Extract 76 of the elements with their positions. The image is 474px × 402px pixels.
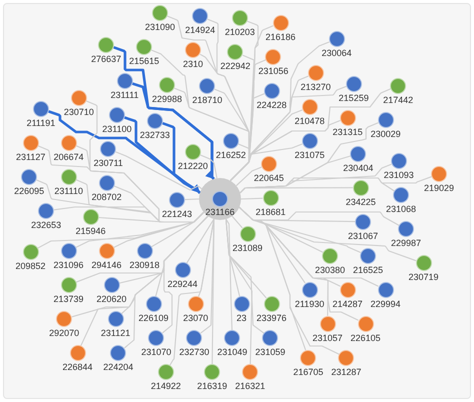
node-label: 231096	[53, 260, 84, 271]
connector-arrow	[113, 46, 215, 180]
node-label: 231068	[386, 204, 416, 216]
node-label: 216705	[293, 366, 324, 378]
node-label: 232653	[31, 220, 62, 231]
node-label: 220620	[96, 294, 127, 305]
node-label: 2310	[183, 59, 204, 70]
node-label: 218710	[192, 95, 222, 106]
node-label: 230404	[343, 162, 374, 174]
node-label: 216252	[216, 150, 246, 161]
node-label: 229988	[152, 94, 182, 106]
node-label: 231090	[145, 22, 176, 33]
node-label: 217442	[383, 94, 414, 106]
node-label: 216319	[197, 381, 228, 392]
node-label: 214922	[150, 381, 181, 392]
node-label: 218681	[256, 207, 286, 218]
node-label: 226095	[14, 186, 44, 197]
node-label: 231070	[141, 347, 172, 358]
node-label: 276637	[91, 54, 122, 65]
node-label: 23070	[183, 313, 208, 324]
node-label: 209852	[15, 261, 46, 272]
node-label: 229244	[167, 279, 198, 290]
node-label: 215615	[129, 56, 160, 67]
node-label: 208702	[92, 192, 122, 203]
node-label: 230064	[322, 48, 352, 59]
node-label: 214924	[185, 25, 216, 36]
node-label: 230918	[129, 260, 160, 271]
node-label: 215946	[76, 226, 106, 237]
node-label: 231166	[205, 207, 235, 218]
node-label: 294146	[91, 260, 122, 271]
node-label: 216321	[235, 381, 266, 392]
node-label: 231100	[102, 124, 132, 135]
node-label: 224204	[103, 362, 134, 373]
node-label: 230711	[94, 158, 123, 169]
connector-line	[184, 198, 200, 200]
node-label: 220645	[254, 173, 284, 184]
connector-line	[232, 216, 243, 228]
node-label: 231059	[255, 347, 286, 358]
node-label: 226105	[350, 332, 381, 344]
node-label: 210478	[294, 116, 325, 127]
node-label: 232730	[179, 347, 210, 358]
node-label: 231093	[384, 170, 414, 182]
node-label: 231111	[110, 90, 139, 101]
node-label: 231067	[348, 230, 378, 242]
node-label: 221243	[162, 209, 192, 220]
node-label: 213270	[300, 82, 331, 93]
connector-line	[226, 218, 233, 330]
node-label: 210203	[224, 27, 255, 38]
node-label: 226844	[62, 362, 93, 373]
node-label: 212220	[178, 161, 208, 172]
connector-line	[116, 151, 202, 191]
node-label: 226109	[138, 313, 169, 324]
connector-line	[186, 218, 214, 264]
node-label: 229987	[390, 238, 421, 250]
node-label: 231056	[258, 66, 288, 77]
node-label: 231057	[312, 332, 343, 344]
node-label: 219029	[424, 183, 454, 194]
connector-line	[236, 166, 262, 186]
connector-line	[240, 198, 263, 200]
node-label: 230710	[64, 107, 94, 118]
connector-line	[200, 154, 218, 178]
node-label: 231049	[217, 347, 248, 358]
connector-line	[170, 219, 215, 366]
node-label: 213739	[53, 294, 84, 305]
node-label: 233976	[256, 313, 287, 324]
node-label: 216186	[265, 32, 296, 43]
node-label: 23	[236, 313, 247, 324]
node-label: 231121	[100, 328, 130, 339]
connector-arrow	[124, 116, 201, 194]
node-label: 222942	[220, 61, 250, 72]
node-label: 231089	[232, 243, 263, 254]
node-label: 231287	[331, 366, 362, 378]
node-label: 292070	[49, 328, 80, 339]
node-label: 230719	[408, 272, 439, 284]
node-label: 231110	[54, 186, 84, 197]
node-label: 231075	[294, 150, 325, 161]
